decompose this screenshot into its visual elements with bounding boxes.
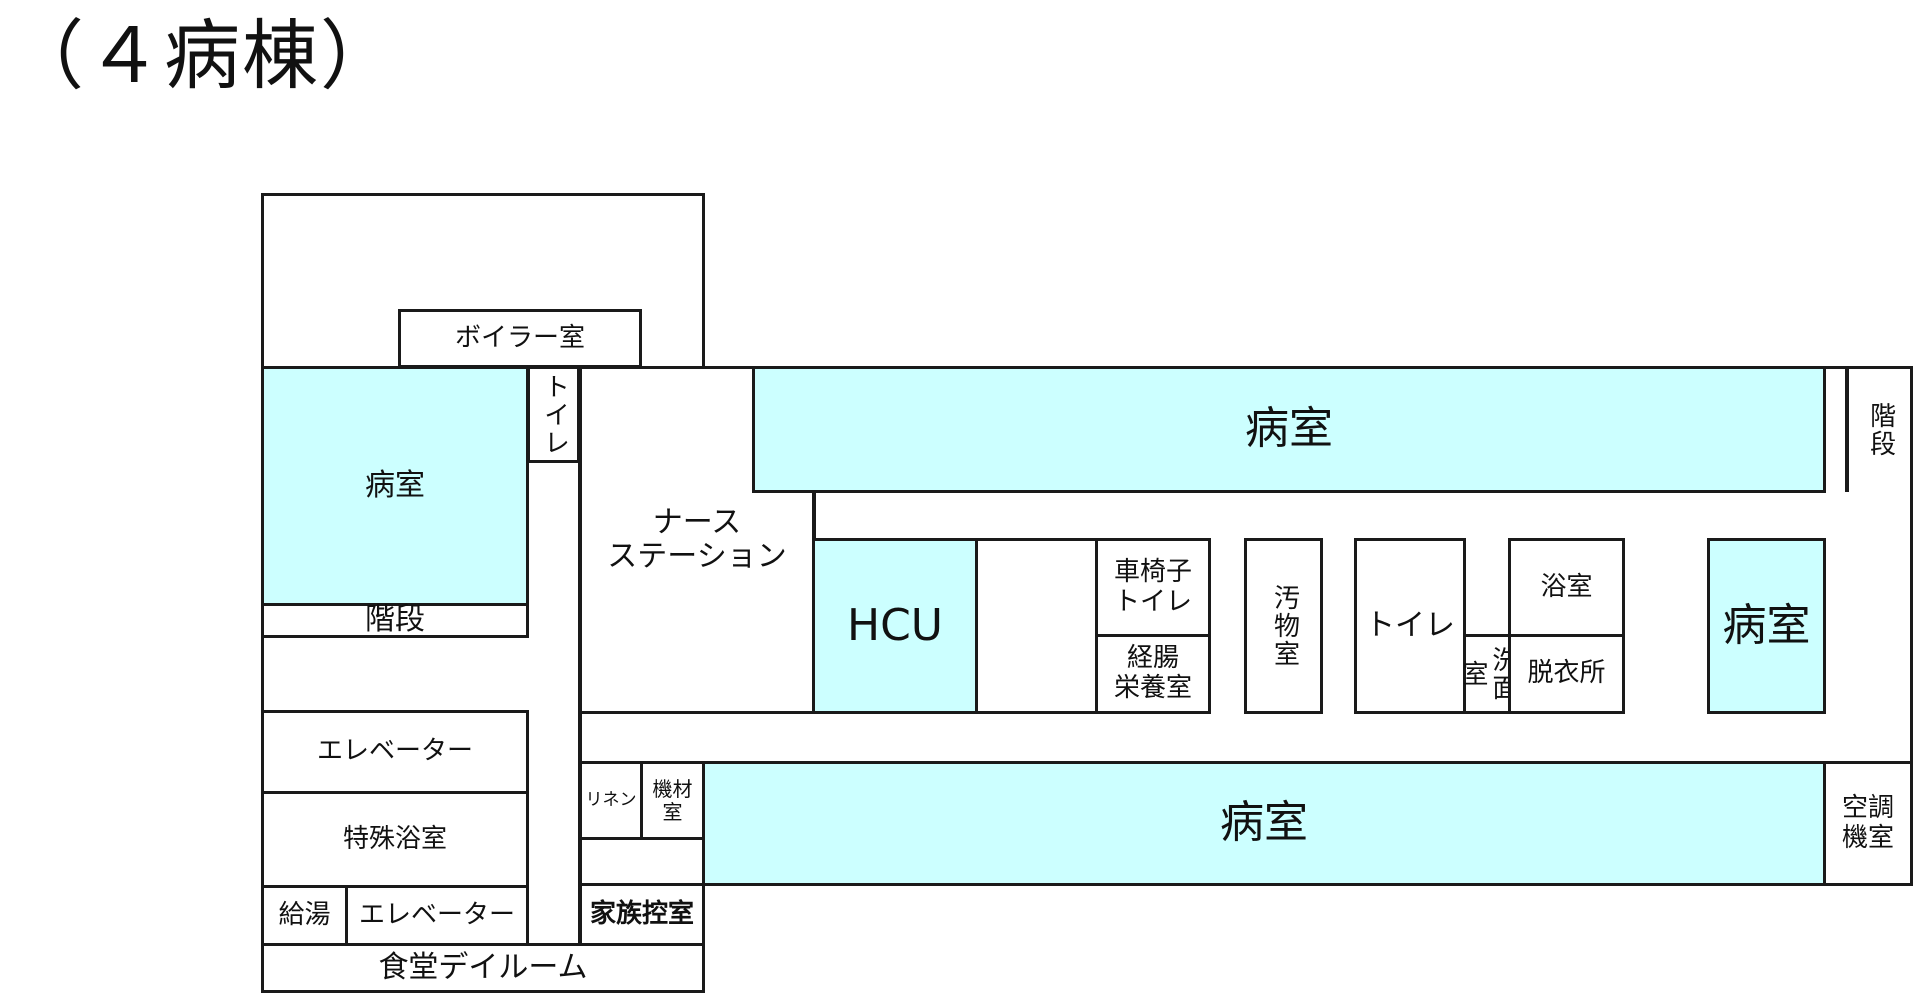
wheelchair-toilet: 車椅子 トイレ xyxy=(1095,538,1211,637)
bathroom: 浴室 xyxy=(1508,538,1625,637)
enteral-nutrition-room: 経腸 栄養室 xyxy=(1095,634,1211,714)
toilet-small: トイレ xyxy=(527,366,580,463)
hot-water-room: 給湯 xyxy=(261,885,348,946)
dirty-utility-room: 汚物室 xyxy=(1244,538,1323,714)
stairs-right-wall xyxy=(1845,366,1849,492)
family-waiting-room: 家族控室 xyxy=(579,883,705,946)
corridor-wall xyxy=(812,493,816,541)
stairs-left: 階段 xyxy=(261,603,529,638)
equipment-room: 機材 室 xyxy=(640,761,705,840)
elevator-2: エレベーター xyxy=(345,885,529,946)
patient-room-bottom: 病室 xyxy=(702,761,1826,886)
dining-dayroom: 食堂デイルーム xyxy=(261,943,705,993)
linen-label: リネン xyxy=(585,789,637,810)
patient-room-left: 病室 xyxy=(261,366,529,606)
blank-room xyxy=(975,538,1098,714)
patient-room-top: 病室 xyxy=(752,366,1826,493)
washroom: 洗面室 xyxy=(1458,634,1518,714)
patient-room-right: 病室 xyxy=(1707,538,1826,714)
toilet-room: トイレ xyxy=(1354,538,1466,714)
equipment-label: 機材 室 xyxy=(652,776,693,824)
changing-room: 脱衣所 xyxy=(1508,634,1625,714)
elevator-1: エレベーター xyxy=(261,710,529,794)
special-bathroom: 特殊浴室 xyxy=(261,791,529,888)
nurse-station: ナース ステーション xyxy=(579,366,815,714)
boiler-room: ボイラー室 xyxy=(398,309,642,368)
stairs-right: 階段 xyxy=(1865,402,1896,458)
hcu-room: HCU xyxy=(812,538,978,714)
linen-room: リネン xyxy=(579,761,643,840)
page-title: （４病棟） xyxy=(8,11,398,100)
hvac-room: 空調 機室 xyxy=(1823,761,1913,886)
